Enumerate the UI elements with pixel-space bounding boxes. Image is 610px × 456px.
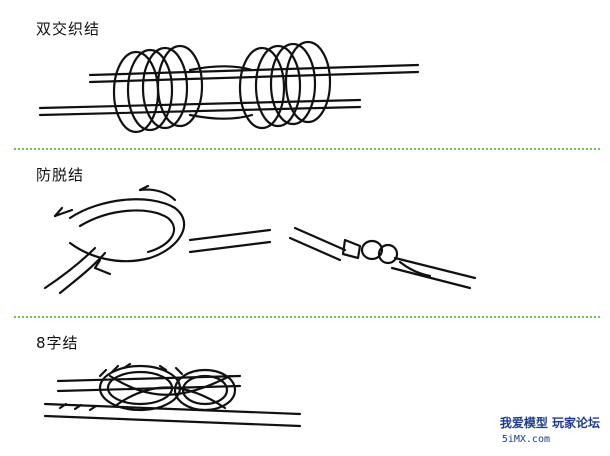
- anti-slip-knot-illustration: [43, 184, 477, 295]
- watermark-forum-name: 我爱模型 玩家论坛: [499, 416, 600, 430]
- watermark-site: 5iMX.com: [501, 434, 550, 445]
- double-weave-knot-illustration: [38, 40, 420, 134]
- divider-2: [14, 316, 600, 318]
- divider-1: [14, 148, 600, 150]
- section-label-anti-slip: 防脱结: [36, 166, 85, 184]
- section-label-double-weave: 双交织结: [36, 20, 101, 38]
- section-label-figure-eight: 8字结: [36, 334, 79, 352]
- figure-eight-knot-illustration: [43, 362, 302, 428]
